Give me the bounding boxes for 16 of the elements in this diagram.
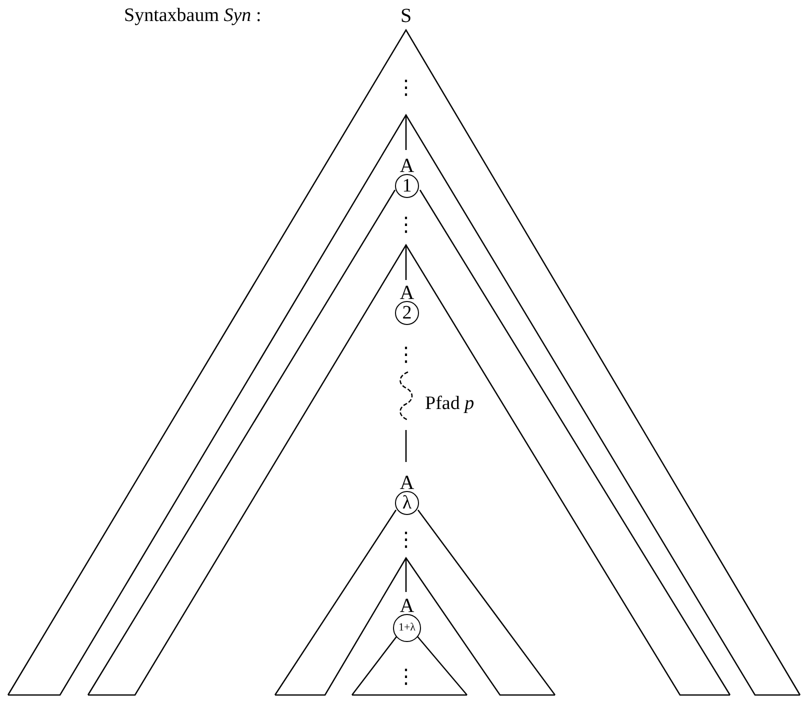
node-label: A <box>400 156 414 176</box>
vertical-ellipsis: ⋮ <box>396 344 416 364</box>
node-index: 1 <box>401 176 413 196</box>
path-label: Pfad p <box>425 394 474 413</box>
node-label: A <box>400 473 414 493</box>
vertical-ellipsis: ⋮ <box>396 666 416 686</box>
node-index: 2 <box>401 304 413 322</box>
root-symbol: S <box>400 6 412 26</box>
vertical-ellipsis: ⋮ <box>396 529 416 549</box>
node-index: 1+λ <box>397 622 417 634</box>
diagram-title: Syntaxbaum Syn : <box>124 6 262 25</box>
vertical-ellipsis: ⋮ <box>396 214 416 234</box>
vertical-ellipsis: ⋮ <box>396 77 416 97</box>
node-label: A <box>400 596 414 616</box>
node-index: λ <box>401 494 413 512</box>
node-label: A <box>400 283 414 303</box>
